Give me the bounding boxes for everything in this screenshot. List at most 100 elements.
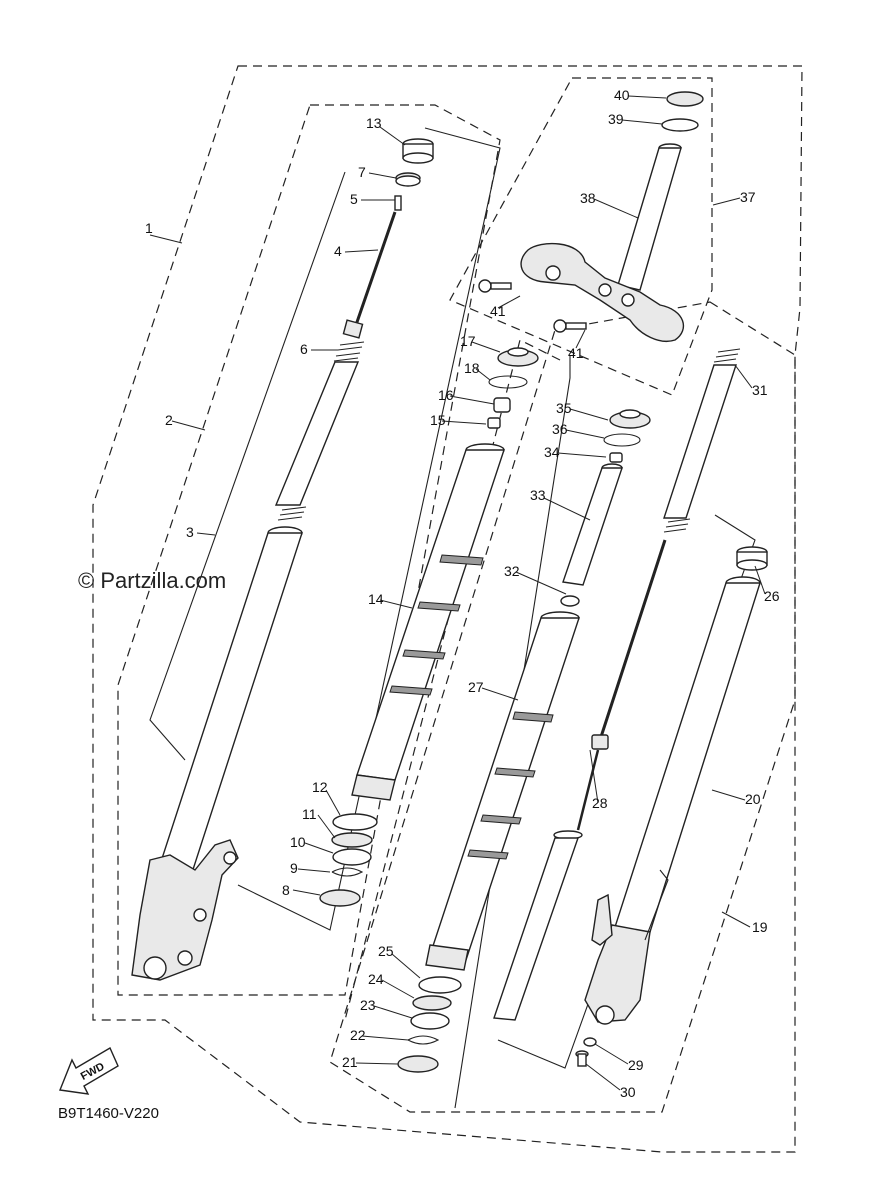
leader-9 — [297, 868, 331, 873]
left-fork-leg — [131, 138, 434, 981]
boundary-assembly-37 — [449, 77, 713, 396]
callout-5: 5 — [350, 191, 358, 207]
right-fork-internals — [493, 348, 741, 1021]
leader-37 — [712, 197, 741, 206]
leader-15 — [441, 420, 487, 425]
leader-28 — [589, 749, 599, 804]
part-30-bolt — [575, 1050, 589, 1067]
callout-12: 12 — [312, 779, 328, 795]
part-8 — [319, 889, 361, 907]
leader-19 — [721, 911, 751, 928]
part-39 — [661, 118, 699, 132]
group-boundaries — [92, 65, 803, 1153]
part-32 — [560, 595, 580, 607]
callout-33: 33 — [530, 487, 546, 503]
callout-10: 10 — [290, 834, 306, 850]
leader-16 — [449, 395, 495, 405]
callout-6: 6 — [300, 341, 308, 357]
callout-29: 29 — [628, 1057, 644, 1073]
part-16 — [493, 397, 511, 413]
part-9-clip — [331, 867, 364, 877]
leader-23 — [373, 1005, 413, 1019]
leader-8 — [292, 889, 321, 896]
callout-11: 11 — [302, 806, 317, 822]
callout-27: 27 — [468, 679, 484, 695]
callout-14: 14 — [368, 591, 384, 607]
outline-3 — [237, 127, 501, 931]
callout-3: 3 — [186, 524, 194, 540]
leader-1 — [149, 234, 183, 244]
part-36-oring — [603, 433, 641, 447]
leader-13 — [379, 126, 406, 146]
callout-37: 37 — [740, 189, 756, 205]
part-41-bolt-a — [478, 279, 512, 293]
leader-41 — [575, 329, 586, 349]
right-seal-stack — [397, 976, 462, 1073]
part-24 — [412, 995, 452, 1011]
callout-25: 25 — [378, 943, 394, 959]
callout-39: 39 — [608, 111, 624, 127]
spacer-33 — [560, 463, 623, 607]
callout-40: 40 — [614, 87, 630, 103]
callout-41: 41 — [490, 303, 506, 319]
callout-38: 38 — [580, 190, 596, 206]
callout-8: 8 — [282, 882, 290, 898]
leader-30 — [585, 1063, 621, 1091]
part-23 — [410, 1012, 450, 1030]
callout-32: 32 — [504, 563, 520, 579]
leader-36 — [565, 429, 605, 439]
inner-tube-14 — [351, 443, 505, 801]
leader-25 — [391, 953, 421, 979]
callout-16: 16 — [438, 387, 454, 403]
part-38-stem — [617, 143, 682, 291]
leader-31 — [734, 364, 753, 389]
leader-21 — [355, 1062, 399, 1065]
part-6-spring — [274, 341, 365, 521]
part-21 — [397, 1055, 439, 1073]
part-18-oring — [488, 375, 528, 389]
outline-1-inner — [149, 171, 346, 761]
fwd-arrow-icon: FWD — [59, 1046, 119, 1095]
part-4-rod-end — [342, 319, 364, 339]
leader-29 — [594, 1043, 629, 1065]
part-10 — [332, 848, 372, 866]
inner-tube-27 — [425, 611, 580, 971]
callout-24: 24 — [368, 971, 384, 987]
leader-3 — [196, 532, 216, 536]
callout-31: 31 — [752, 382, 768, 398]
leader-22 — [361, 1035, 409, 1041]
callout-34: 34 — [544, 444, 560, 460]
callout-41: 41 — [568, 345, 584, 361]
callout-7: 7 — [358, 164, 366, 180]
part-29 — [583, 1037, 597, 1047]
boundary-assembly-19 — [329, 301, 796, 1113]
callout-26: 26 — [764, 588, 780, 604]
leader-12 — [325, 789, 341, 816]
part-28-tube — [493, 837, 579, 1021]
callout-35: 35 — [556, 400, 572, 416]
callout-labels: 1234567891011121314151617181920212223242… — [145, 87, 780, 1100]
callout-23: 23 — [360, 997, 376, 1013]
callout-2: 2 — [165, 412, 173, 428]
cap-bolts — [487, 347, 651, 463]
part-11 — [331, 832, 373, 848]
leader-2 — [171, 420, 206, 431]
part-12 — [332, 813, 378, 831]
leader-24 — [381, 979, 415, 999]
callout-19: 19 — [752, 919, 768, 935]
part-15 — [487, 417, 501, 429]
callout-20: 20 — [745, 791, 761, 807]
leader-34 — [557, 452, 607, 458]
leader-11 — [317, 814, 336, 839]
callout-30: 30 — [620, 1084, 636, 1100]
callout-18: 18 — [464, 360, 480, 376]
callout-17: 17 — [460, 333, 476, 349]
part-4-rod — [354, 211, 397, 326]
leader-33 — [543, 497, 591, 521]
part-26-bush — [736, 546, 768, 571]
part-13-cap — [402, 138, 434, 164]
leader-7 — [368, 172, 397, 179]
boundary-assembly-2 — [117, 104, 501, 996]
leader-18 — [475, 368, 491, 381]
part-28-rod — [598, 539, 667, 741]
